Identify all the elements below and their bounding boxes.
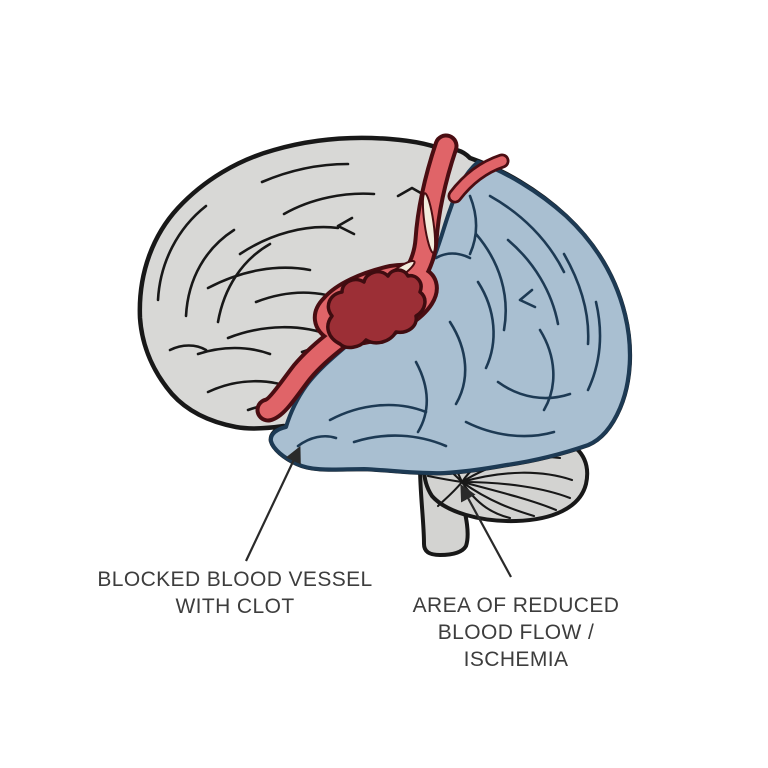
label-ischemia: AREA OF REDUCED BLOOD FLOW / ISCHEMIA [412, 594, 620, 671]
label-blocked-vessel: BLOCKED BLOOD VESSEL WITH CLOT [97, 568, 373, 618]
ischemic-sulci [296, 194, 602, 448]
vessel-branch [450, 156, 507, 201]
blood-vessel [255, 133, 510, 423]
vessel-gap-upper [421, 192, 437, 254]
arrow-blocked-vessel [245, 446, 301, 562]
arrow-ischemia [460, 484, 512, 578]
blood-clot [326, 268, 427, 350]
